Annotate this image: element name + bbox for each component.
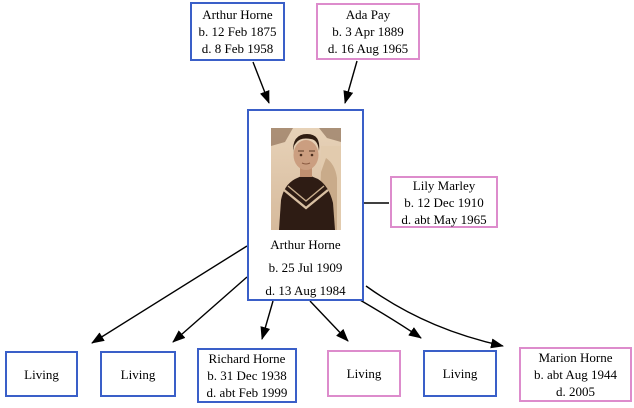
person-node-child5[interactable]: Living bbox=[423, 350, 497, 397]
death-date: d. 13 Aug 1984 bbox=[265, 283, 346, 298]
birth-date: b. abt Aug 1944 bbox=[533, 367, 618, 382]
death-date: d. 2005 bbox=[556, 384, 595, 399]
person-name: Living bbox=[346, 366, 382, 381]
person-node-child6[interactable]: Marion Horne b. abt Aug 1944 d. 2005 bbox=[519, 347, 632, 402]
person-node-subject[interactable]: Arthur Horne b. 25 Jul 1909 d. 13 Aug 19… bbox=[247, 109, 364, 301]
edge-mother-to-subject bbox=[343, 60, 358, 104]
portrait-photo bbox=[270, 128, 341, 230]
birth-date: b. 31 Dec 1938 bbox=[207, 368, 287, 383]
edge-subject-to-child1 bbox=[91, 245, 248, 344]
birth-date: b. 12 Feb 1875 bbox=[198, 24, 277, 39]
person-node-mother[interactable]: Ada Pay b. 3 Apr 1889 d. 16 Aug 1965 bbox=[316, 3, 420, 60]
death-date: d. 8 Feb 1958 bbox=[201, 41, 274, 56]
edge-subject-to-child2 bbox=[172, 276, 248, 343]
birth-date: b. 12 Dec 1910 bbox=[404, 194, 484, 210]
person-node-child1[interactable]: Living bbox=[5, 351, 78, 397]
person-name: Marion Horne bbox=[538, 350, 613, 365]
edge-subject-to-child4 bbox=[309, 300, 349, 342]
person-node-child4[interactable]: Living bbox=[327, 350, 401, 397]
person-name: Living bbox=[120, 366, 156, 382]
edge-subject-to-child5 bbox=[359, 299, 422, 339]
birth-date: b. 3 Apr 1889 bbox=[332, 24, 404, 39]
person-name: Lily Marley bbox=[412, 177, 476, 193]
person-name: Living bbox=[442, 366, 478, 381]
death-date: d. 16 Aug 1965 bbox=[327, 41, 409, 56]
person-name: Ada Pay bbox=[345, 7, 391, 22]
edge-subject-to-child6 bbox=[365, 285, 504, 349]
person-node-father[interactable]: Arthur Horne b. 12 Feb 1875 d. 8 Feb 195… bbox=[190, 2, 285, 61]
person-name: Living bbox=[24, 366, 59, 382]
death-date: d. abt Feb 1999 bbox=[206, 385, 288, 400]
person-node-child3[interactable]: Richard Horne b. 31 Dec 1938 d. abt Feb … bbox=[197, 348, 297, 403]
edge-father-to-subject bbox=[252, 61, 270, 104]
person-node-child2[interactable]: Living bbox=[100, 351, 176, 397]
death-date: d. abt May 1965 bbox=[401, 211, 487, 227]
edge-subject-to-child3 bbox=[260, 300, 274, 340]
person-name: Richard Horne bbox=[208, 351, 286, 366]
person-name: Arthur Horne bbox=[270, 237, 341, 252]
person-node-spouse[interactable]: Lily Marley b. 12 Dec 1910 d. abt May 19… bbox=[390, 176, 498, 228]
birth-date: b. 25 Jul 1909 bbox=[268, 260, 343, 275]
person-name: Arthur Horne bbox=[202, 7, 273, 22]
